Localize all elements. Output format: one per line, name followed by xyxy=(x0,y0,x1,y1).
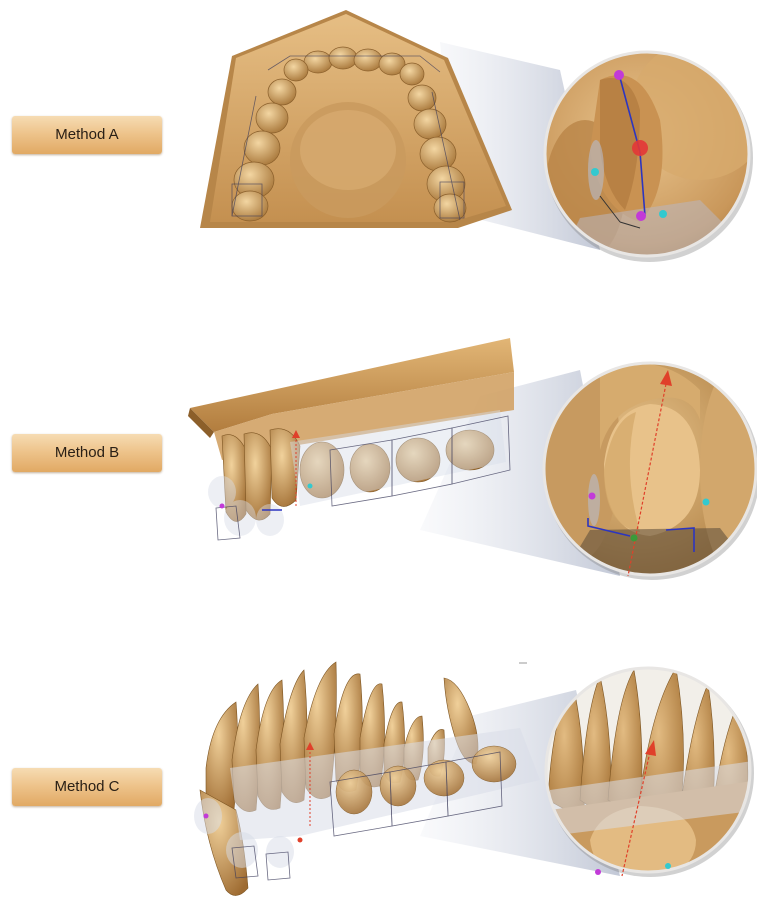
landmark-marker[interactable] xyxy=(595,869,601,875)
landmark-marker[interactable] xyxy=(591,168,599,176)
method-b-panel: Method B xyxy=(0,300,757,600)
teeth-with-roots-model xyxy=(194,662,540,896)
landmark-marker[interactable] xyxy=(614,70,624,80)
landmark-marker[interactable] xyxy=(589,493,596,500)
method-a-panel: Method A xyxy=(0,0,757,280)
upper-arch-model-occlusal xyxy=(200,10,512,228)
method-c-panel: Method C xyxy=(0,640,757,913)
landmark-marker[interactable] xyxy=(659,210,667,218)
landmark-marker[interactable] xyxy=(631,535,638,542)
method-a-scene xyxy=(0,0,757,280)
landmark-marker[interactable] xyxy=(703,499,710,506)
landmark-marker[interactable] xyxy=(636,211,646,221)
landmark-marker[interactable] xyxy=(665,863,671,869)
method-c-scene xyxy=(0,640,757,913)
center-landmark-marker[interactable] xyxy=(632,140,648,156)
method-b-scene xyxy=(0,300,757,600)
